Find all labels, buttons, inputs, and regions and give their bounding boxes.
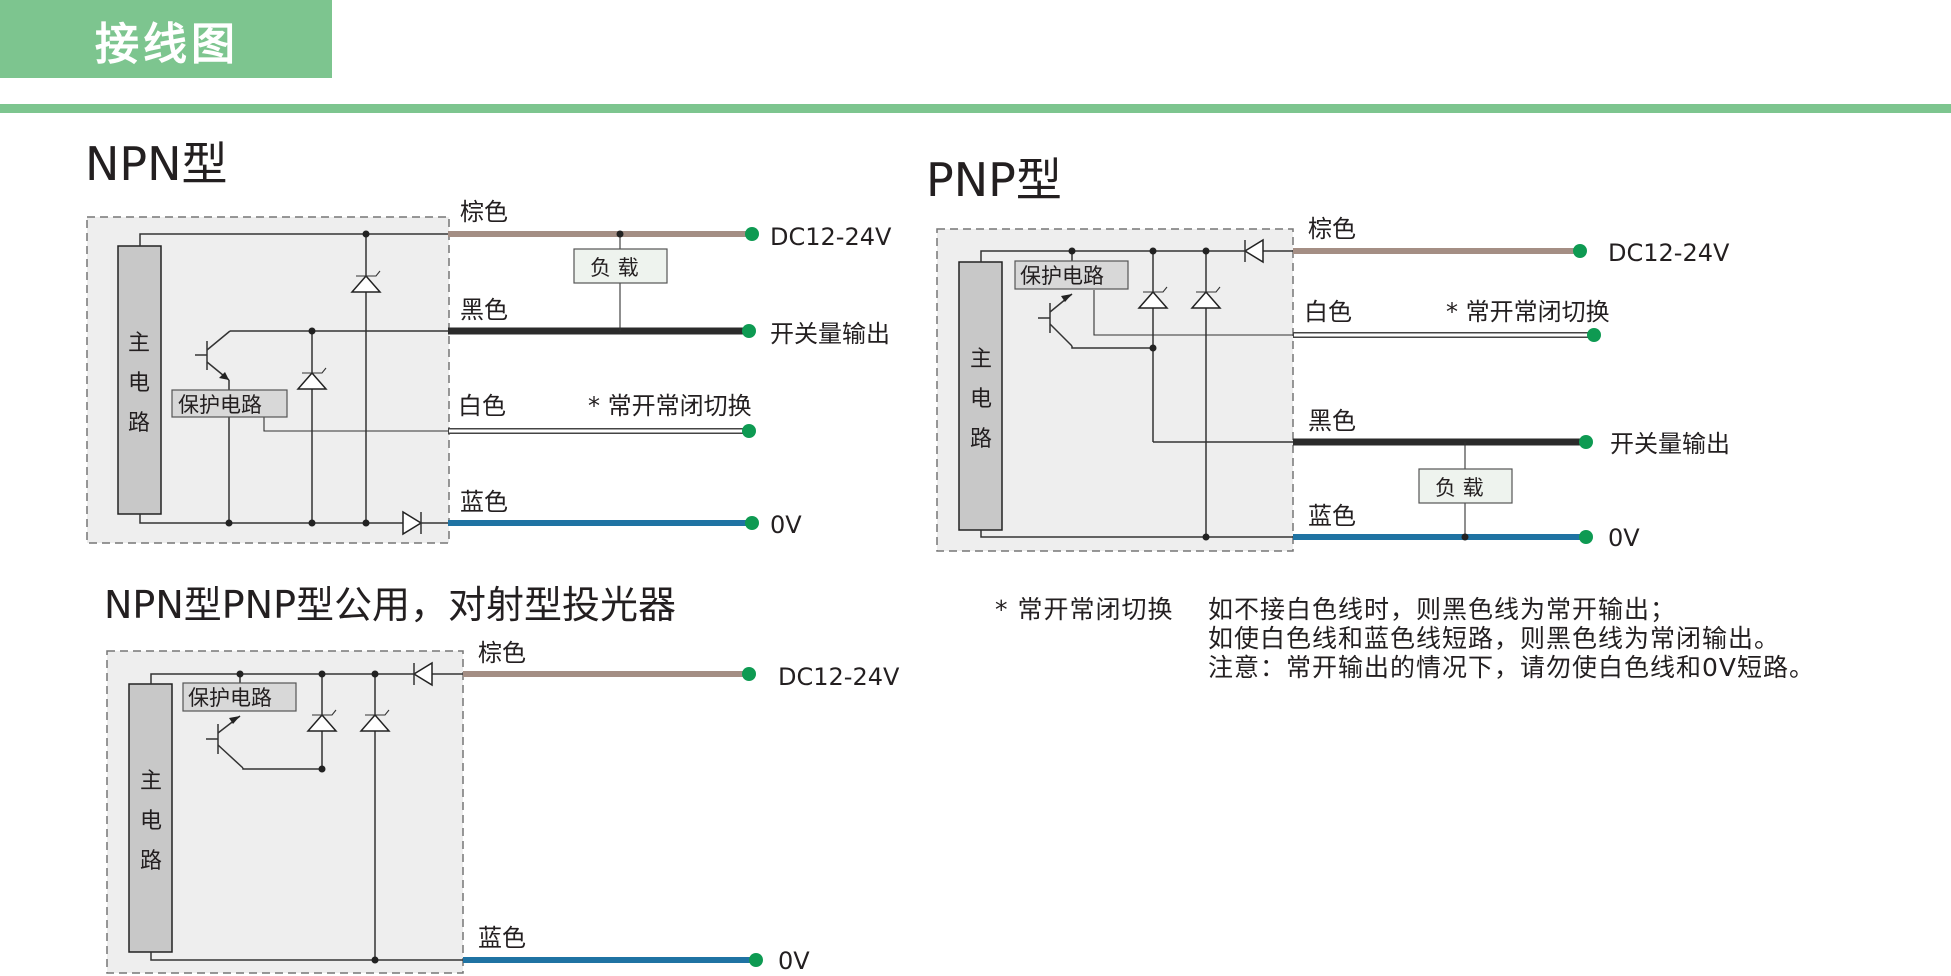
pnp-terminal-white — [1587, 328, 1601, 342]
npn-title: NPN型 — [85, 137, 228, 191]
npn-diode-icon — [402, 510, 423, 536]
pnp-load-box — [1418, 468, 1513, 504]
emitter-diagram: NPN型PNP型公用，对射型投光器 主 电 路 保护电路 — [104, 583, 900, 975]
pnp-zener-2-icon — [1190, 290, 1222, 309]
npn-transistor-icon — [195, 330, 231, 381]
npn-zener-2-icon — [296, 371, 328, 390]
npn-protect-circuit — [171, 389, 288, 418]
emitter-main-char-1: 主 — [140, 769, 162, 794]
pnp-wire-label-blue: 蓝色 — [1308, 502, 1356, 530]
npn-terminal-white — [742, 424, 756, 438]
pnp-main-circuit — [958, 261, 1003, 531]
pnp-terminal-brown — [1573, 244, 1587, 258]
npn-terminal-label-0v: 0V — [770, 511, 802, 539]
pnp-wire-label-black: 黑色 — [1308, 407, 1356, 435]
note-line-1: 如不接白色线时，则黑色线为常开输出； — [1208, 595, 1677, 624]
npn-wire-label-black: 黑色 — [460, 296, 508, 324]
emitter-protect-label: 保护电路 — [188, 686, 272, 710]
pnp-main-char-2: 电 — [970, 387, 992, 412]
npn-terminal-label-output: 开关量输出 — [770, 320, 890, 348]
npn-protect-label: 保护电路 — [178, 393, 262, 417]
pnp-terminal-black — [1579, 435, 1593, 449]
header-tab — [0, 0, 332, 78]
header-divider — [0, 104, 1951, 113]
note-label: * 常开常闭切换 — [995, 595, 1174, 624]
npn-zener-1-icon — [350, 274, 382, 293]
npn-wire-label-blue: 蓝色 — [460, 488, 508, 516]
emitter-zener-1-icon — [306, 713, 338, 732]
emitter-protect-circuit — [182, 682, 297, 712]
pnp-diode-icon — [1243, 238, 1264, 264]
npn-load-box — [573, 248, 668, 284]
pnp-title: PNP型 — [926, 153, 1062, 207]
emitter-terminal-brown — [742, 667, 756, 681]
emitter-diode-icon — [412, 661, 433, 687]
npn-terminal-label-dc: DC12-24V — [770, 223, 892, 251]
pnp-terminal-label-switch: * 常开常闭切换 — [1446, 298, 1610, 326]
emitter-transistor-icon — [206, 715, 244, 769]
pnp-diagram: PNP型 主 电 路 保护电路 — [926, 153, 1730, 552]
pnp-main-char-3: 路 — [970, 427, 992, 452]
npn-wire-label-brown: 棕色 — [460, 198, 508, 226]
emitter-title: NPN型PNP型公用，对射型投光器 — [104, 583, 676, 627]
pnp-zener-1-icon — [1137, 290, 1169, 309]
emitter-wire-label-blue: 蓝色 — [478, 924, 526, 952]
pnp-terminal-label-0v: 0V — [1608, 524, 1640, 552]
pnp-transistor-icon — [1038, 293, 1073, 347]
npn-terminal-blue — [745, 516, 759, 530]
pnp-terminal-label-output: 开关量输出 — [1610, 430, 1730, 458]
npn-main-char-2: 电 — [128, 371, 150, 396]
pnp-protect-label: 保护电路 — [1020, 264, 1104, 288]
emitter-terminal-label-0v: 0V — [778, 947, 810, 975]
emitter-terminal-label-dc: DC12-24V — [778, 663, 900, 691]
pnp-wire-label-brown: 棕色 — [1308, 215, 1356, 243]
page-title: 接线图 — [95, 19, 239, 70]
emitter-zener-2-icon — [359, 713, 391, 732]
pnp-wire-label-white: 白色 — [1304, 298, 1352, 326]
pnp-terminal-blue — [1579, 530, 1593, 544]
note-line-2: 如使白色线和蓝色线短路，则黑色线为常闭输出。 — [1208, 624, 1781, 653]
emitter-wire-label-brown: 棕色 — [478, 639, 526, 667]
npn-main-char-3: 路 — [128, 411, 150, 436]
npn-terminal-black — [742, 324, 756, 338]
npn-load-label: 负 载 — [590, 256, 639, 280]
note-line-3: 注意：常开输出的情况下，请勿使白色线和0V短路。 — [1208, 653, 1816, 682]
npn-terminal-label-switch: * 常开常闭切换 — [588, 392, 752, 420]
pnp-protect-circuit — [1014, 260, 1129, 290]
pnp-main-char-1: 主 — [970, 347, 992, 372]
pnp-load-label: 负 载 — [1435, 476, 1484, 500]
npn-main-char-1: 主 — [128, 331, 150, 356]
npn-diagram: NPN型 主 电 路 保护电路 — [85, 137, 892, 544]
emitter-terminal-blue — [749, 953, 763, 967]
emitter-main-char-3: 路 — [140, 849, 162, 874]
npn-terminal-brown — [745, 227, 759, 241]
pnp-terminal-label-dc: DC12-24V — [1608, 239, 1730, 267]
npn-wire-label-white: 白色 — [458, 392, 506, 420]
emitter-main-char-2: 电 — [140, 809, 162, 834]
